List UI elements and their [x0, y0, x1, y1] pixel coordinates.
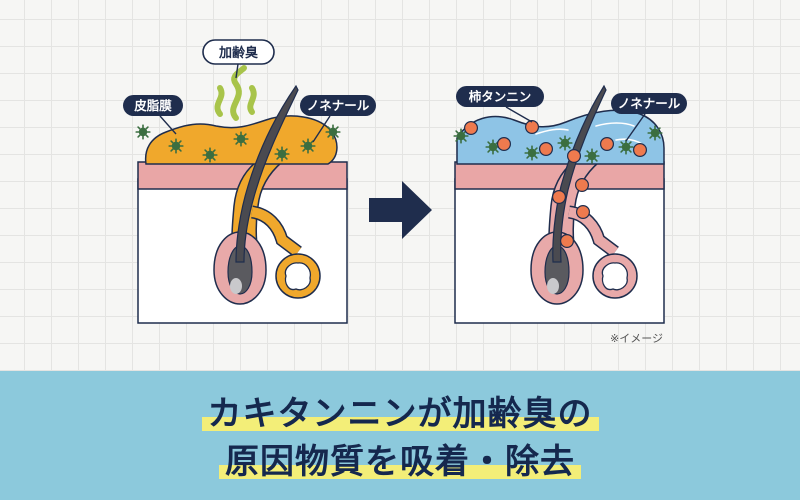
nonenal-particle	[584, 148, 600, 164]
tannin-particle	[551, 190, 567, 204]
tannin-particle	[566, 149, 582, 163]
nonenal-particle	[557, 135, 573, 151]
nonenal-particle	[168, 138, 184, 154]
nonenal-particle	[618, 139, 634, 155]
label-persimmon-tannin: 柿タンニン	[456, 86, 544, 123]
nonenal-particle	[135, 124, 151, 140]
nonenal-particle	[647, 125, 663, 141]
tannin-particle	[632, 143, 648, 157]
caption-line-2: 原因物質を吸着・除去	[0, 434, 800, 483]
label-sebum: 皮脂膜	[123, 95, 183, 135]
label-nonenal-before-text: ノネナール	[307, 98, 370, 113]
hair-shaft-before	[235, 84, 299, 263]
before-panel: 皮脂膜 加齢臭 ノネナール	[123, 39, 376, 324]
odor-steam-icon	[214, 65, 257, 121]
caption-banner: カキタンニンが加齢臭の 原因物質を吸着・除去	[0, 371, 800, 500]
nonenal-particle	[325, 124, 341, 140]
tannin-particle	[497, 137, 511, 151]
after-panel: 柿タンニン ノネナール ※イメージ	[453, 84, 687, 345]
caption-line-1-text: カキタンニンが加齢臭の	[201, 394, 599, 434]
tannin-particle	[574, 178, 590, 192]
label-nonenal-after: ノネナール	[611, 93, 687, 142]
caption-line-1: カキタンニンが加齢臭の	[0, 386, 800, 435]
nonenal-particle	[233, 131, 249, 147]
tannin-particle	[575, 205, 591, 219]
tannin-particle	[599, 137, 615, 151]
nonenal-particle	[274, 146, 290, 162]
label-aging-odor: 加齢臭	[202, 39, 275, 79]
image-note: ※イメージ	[610, 332, 663, 345]
tannin-film	[456, 109, 665, 165]
sebaceous-duct-after	[568, 207, 618, 256]
caption-line-2-text: 原因物質を吸着・除去	[219, 442, 581, 482]
tannin-particle	[559, 234, 575, 248]
nonenal-particle	[202, 147, 218, 163]
label-nonenal-before: ノネナール	[300, 95, 376, 143]
label-nonenal-after-text: ノネナール	[618, 96, 681, 111]
diagram: 皮脂膜 加齢臭 ノネナール	[123, 39, 687, 345]
tannin-particle	[524, 119, 540, 134]
tannin-particle	[464, 120, 478, 135]
tannin-particle	[538, 142, 554, 156]
nonenal-particle	[524, 145, 540, 161]
label-aging-odor-text: 加齢臭	[218, 45, 258, 61]
arrow-right-icon	[369, 181, 432, 239]
label-sebum-text: 皮脂膜	[133, 98, 172, 113]
label-persimmon-tannin-text: 柿タンニン	[469, 89, 532, 104]
